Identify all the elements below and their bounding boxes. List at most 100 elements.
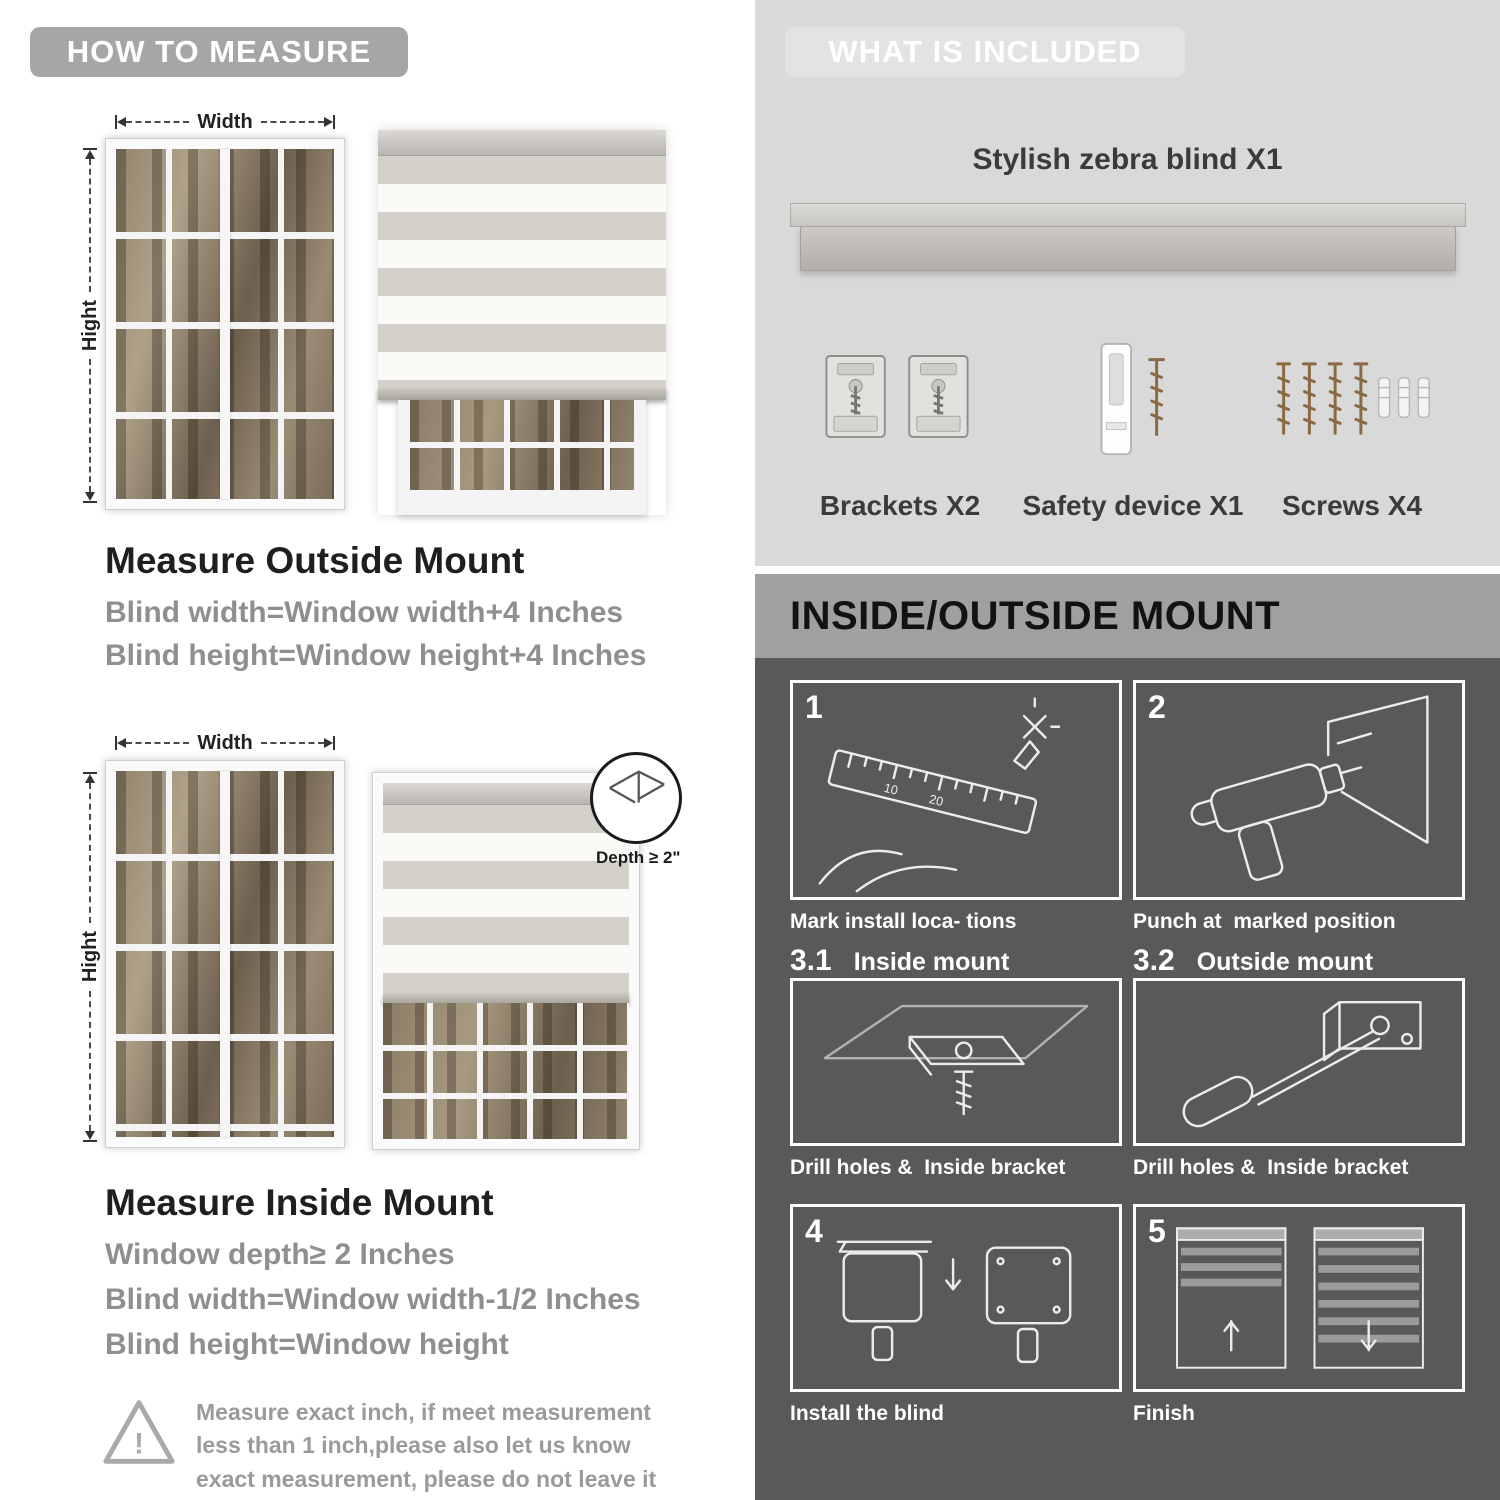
- step-2-number: 2: [1148, 689, 1166, 725]
- finish-illustration: [1176, 1227, 1424, 1369]
- inside-mount-line-1: Window depth≥ 2 Inches: [105, 1238, 455, 1271]
- blind-headrail: [378, 130, 666, 156]
- arrow-left-icon: [117, 738, 126, 748]
- screws-label: Screws X4: [1281, 490, 1423, 521]
- arrow-right-icon: [324, 738, 334, 748]
- drill-illustration: [1190, 695, 1429, 881]
- mount-guide-title: INSIDE/OUTSIDE MOUNT: [790, 593, 1281, 638]
- window-panes: [383, 1003, 629, 1139]
- height-label: Hight: [78, 299, 101, 352]
- zebra-blind-item-label: Stylish zebra blind X1: [972, 143, 1283, 176]
- arrow-dash: [89, 990, 91, 1131]
- warning-triangle-icon: !: [103, 1400, 175, 1464]
- arrow-up-icon: [85, 150, 95, 159]
- measurement-warning: ! Measure exact inch, if meet measuremen…: [100, 1396, 680, 1496]
- how-to-measure-title: HOW TO MEASURE: [30, 27, 408, 77]
- step-3-1-header: 3.1 Inside mount: [790, 944, 1009, 978]
- arrow-dash: [89, 783, 91, 924]
- outside-window-photo: [105, 138, 345, 510]
- width-label: Width: [197, 731, 253, 754]
- window-below-blind: [398, 400, 646, 515]
- install-blind-illustration: [836, 1240, 1072, 1364]
- step-3-1-label: Inside mount: [853, 948, 1010, 976]
- mount-guide-section: INSIDE/OUTSIDE MOUNT 1 10 20 Mark instal…: [755, 574, 1500, 1500]
- step-2-caption: Punch at marked position: [1133, 910, 1396, 933]
- inside-mount-window-illustration: [372, 772, 640, 1150]
- screws-icon: [1276, 362, 1430, 435]
- arrow-dash: [89, 359, 91, 492]
- arrow-dash: [89, 159, 91, 292]
- corner-depth-icon: [609, 770, 665, 804]
- headrail-top: [790, 203, 1466, 227]
- outside-zebra-blind-illustration: [378, 130, 666, 515]
- what-is-included-title: WHAT IS INCLUDED: [785, 27, 1185, 77]
- arrow-dash: [260, 742, 325, 744]
- inside-mount-line-3: Blind height=Window height: [105, 1328, 509, 1361]
- depth-detail-circle: [590, 752, 682, 844]
- safety-device-icon: [1100, 342, 1165, 456]
- arrow-right-icon: [324, 117, 334, 127]
- width-label: Width: [197, 110, 253, 133]
- arrow-tick: [83, 1140, 97, 1142]
- step-1-number: 1: [805, 689, 823, 725]
- inside-window-photo: [105, 760, 345, 1148]
- how-to-measure-title-text: HOW TO MEASURE: [66, 34, 372, 69]
- inside-width-arrow: Width: [115, 731, 336, 754]
- step-5-number: 5: [1148, 1213, 1166, 1249]
- inside-bracket-illustration: [823, 1004, 1089, 1116]
- window-panes: [116, 771, 334, 1137]
- arrow-dash: [126, 742, 190, 744]
- arrow-tick: [333, 736, 336, 750]
- zebra-blind-headrail-illustration: [790, 203, 1466, 271]
- inside-blind-in-window: [383, 783, 629, 1139]
- ruler-mark-20: 20: [928, 792, 945, 809]
- brackets-label: Brackets X2: [819, 490, 981, 521]
- step-3-2-caption: Drill holes & Inside bracket: [1133, 1156, 1409, 1179]
- step-1-caption: Mark install loca- tions: [790, 910, 1017, 933]
- arrow-tick: [83, 501, 97, 503]
- outside-bracket-illustration: [1182, 1001, 1422, 1128]
- window-panes: [410, 400, 634, 495]
- step-4-caption: Install the blind: [790, 1402, 945, 1425]
- blind-bottomrail: [383, 993, 629, 1003]
- mount-guide-title-strip: INSIDE/OUTSIDE MOUNT: [755, 574, 1500, 658]
- window-mullion: [220, 149, 230, 499]
- step-3-1-number: 3.1: [790, 944, 832, 977]
- brackets-icon: [825, 354, 970, 439]
- arrow-tick: [83, 148, 97, 150]
- arrow-tick: [83, 772, 97, 774]
- blind-headrail: [383, 783, 629, 805]
- outside-mount-line-2: Blind height=Window height+4 Inches: [105, 639, 647, 672]
- arrow-tick: [333, 115, 336, 129]
- step-3-2-number: 3.2: [1133, 944, 1175, 977]
- what-is-included-section: WHAT IS INCLUDED Stylish zebra blind X1: [755, 0, 1500, 566]
- how-to-measure-section: HOW TO MEASURE Width Hight: [30, 27, 682, 1496]
- outside-mount-heading: Measure Outside Mount: [105, 540, 525, 581]
- outside-height-arrow: Hight: [78, 148, 101, 503]
- step-3-2-label: Outside mount: [1196, 948, 1374, 976]
- step-2-panel: 2: [1133, 680, 1465, 900]
- step-4-panel: 4: [790, 1204, 1122, 1392]
- inside-mount-line-2: Blind width=Window width-1/2 Inches: [105, 1283, 641, 1316]
- warning-exclamation: !: [134, 1428, 144, 1460]
- arrow-dash: [260, 121, 325, 123]
- step-5-panel: 5: [1133, 1204, 1465, 1392]
- window-panes: [116, 149, 334, 499]
- blind-stripes: [378, 156, 666, 388]
- arrow-down-icon: [85, 492, 95, 501]
- step-5-caption: Finish: [1133, 1402, 1195, 1425]
- step-3-1-panel: [790, 978, 1122, 1146]
- arrow-left-icon: [117, 117, 126, 127]
- arrow-dash: [126, 121, 190, 123]
- what-is-included-title-text: WHAT IS INCLUDED: [828, 34, 1142, 69]
- inside-mount-heading: Measure Inside Mount: [105, 1182, 494, 1223]
- inside-height-arrow: Hight: [78, 772, 101, 1142]
- arrow-tick: [115, 115, 117, 129]
- step-4-number: 4: [805, 1213, 823, 1249]
- arrow-up-icon: [85, 774, 95, 783]
- outside-mount-line-1: Blind width=Window width+4 Inches: [105, 596, 624, 629]
- window-mullion: [220, 771, 230, 1137]
- step-3-2-panel: [1133, 978, 1465, 1146]
- height-label: Hight: [78, 931, 101, 983]
